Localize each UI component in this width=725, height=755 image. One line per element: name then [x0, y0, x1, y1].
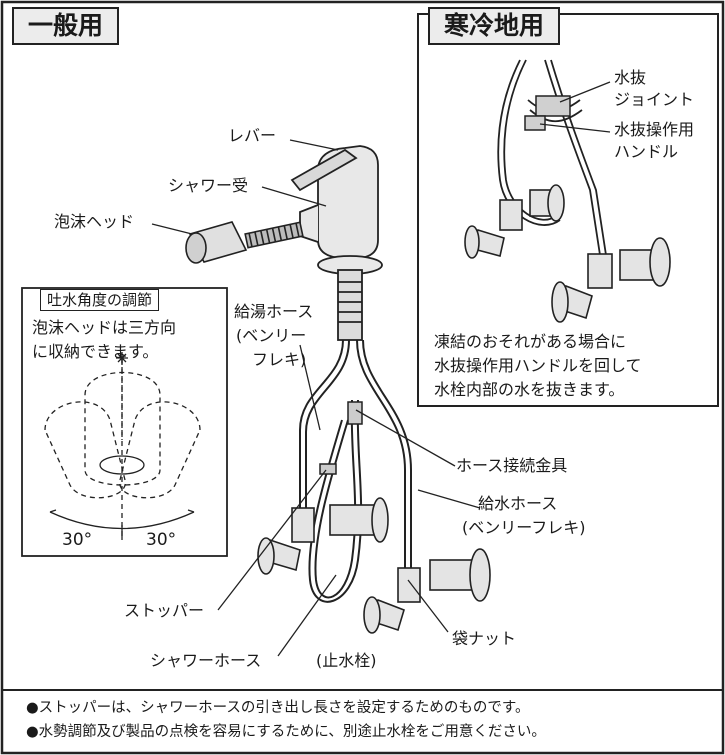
angle-box-text-1: 泡沫ヘッドは三方向 [32, 318, 177, 337]
leader-lines [151, 81, 611, 657]
label-lever: レバー [228, 126, 277, 145]
hoses [299, 339, 412, 603]
angle-label-left: 30° [62, 530, 93, 550]
angle-box-title: 吐水角度の調節 [40, 289, 160, 311]
angle-box-text-2: に収納できます。 [32, 342, 159, 361]
label-shower-hose: シャワーホース [150, 651, 262, 670]
faucet-drawing [290, 145, 383, 341]
angle-label-right: 30° [146, 530, 177, 550]
cold-district-drawing [497, 59, 607, 256]
section-tab-cold-district: 寒冷地用 [428, 7, 561, 45]
faucet-body [317, 145, 379, 259]
label-hot-hose-1: 給湯ホース [234, 302, 314, 321]
label-hose-fitting: ホース接続金具 [456, 456, 568, 475]
angle-diagram [44, 358, 201, 540]
shower-hose-loop [314, 399, 357, 599]
cold-hose [356, 339, 406, 570]
note-1: ●ストッパーは、シャワーホースの引き出し長さを設定するためのものです。 [26, 700, 530, 716]
lever-handle [290, 148, 358, 192]
label-drain-joint-1: 水抜 [614, 68, 647, 87]
note-2: ●水勢調節及び製品の点検を容易にするために、別途止水栓をご用意ください。 [26, 724, 546, 740]
hose-fitting [347, 401, 363, 425]
cold-note-line-2: 水抜操作用ハンドルを回して [434, 356, 642, 375]
cold-district-panel [417, 13, 719, 407]
cold-note-line-1: 凍結のおそれがある場合に [434, 332, 627, 351]
stopper-part [319, 463, 337, 475]
label-cold-hose-2: (ベンリーフレキ) [462, 518, 586, 537]
foam-head-assembly [185, 221, 304, 264]
drain-joint [535, 95, 571, 117]
hot-hose [299, 339, 344, 510]
angle-arc [49, 352, 195, 540]
deck-thread [337, 269, 363, 341]
label-stop-valve: (止水栓) [316, 651, 377, 670]
label-stopper: ストッパー [124, 601, 205, 620]
label-hot-hose-2: (ベンリー [236, 326, 307, 345]
label-cold-hose-1: 給水ホース [478, 494, 558, 513]
drain-handle [524, 115, 546, 131]
label-drain-handle-2: ハンドル [614, 142, 679, 161]
cold-note-line-3: 水栓内部の水を抜きます。 [434, 380, 625, 399]
label-drain-handle-1: 水抜操作用 [614, 120, 695, 139]
label-drain-joint-2: ジョイント [614, 90, 695, 109]
label-cap-nut: 袋ナット [452, 629, 517, 648]
label-shower-holder: シャワー受 [168, 176, 249, 195]
stop-valves-general [257, 497, 491, 634]
label-hot-hose-3: フレキ) [252, 350, 307, 369]
section-tab-general: 一般用 [12, 7, 120, 45]
label-foam-head: 泡沫ヘッド [54, 212, 135, 231]
stop-valves-cold [464, 184, 671, 323]
